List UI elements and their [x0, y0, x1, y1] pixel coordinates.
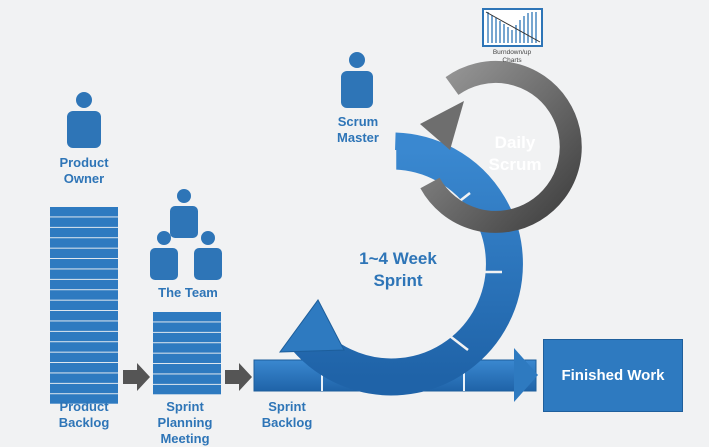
sprint-backlog-label: Sprint Backlog — [261, 399, 313, 430]
backlog-item — [50, 207, 118, 217]
backlog-item — [50, 383, 118, 394]
backlog-item — [153, 364, 221, 374]
backlog-item — [50, 217, 118, 227]
backlog-item — [50, 300, 118, 311]
the-team-label: The Team — [158, 285, 218, 300]
arrow-to-planning-icon — [123, 363, 150, 391]
backlog-item — [50, 363, 118, 373]
backlog-item — [50, 238, 118, 248]
daily-scrum-ring — [420, 60, 582, 233]
daily-scrum-label: Daily Scrum — [488, 133, 542, 174]
backlog-item — [153, 332, 221, 343]
backlog-item — [50, 227, 118, 238]
sprint-cycle-label: 1~4 Week Sprint — [359, 249, 437, 290]
backlog-item — [50, 331, 118, 342]
backlog-item — [50, 269, 118, 279]
finished-work-label: Finished Work — [561, 367, 665, 384]
scrum-master-icon — [341, 52, 373, 108]
backlog-item — [153, 322, 221, 332]
backlog-item — [50, 290, 118, 300]
backlog-item — [50, 342, 118, 352]
finished-work-box: Finished Work — [543, 339, 683, 412]
backlog-item — [50, 248, 118, 259]
backlog-item — [153, 312, 221, 322]
sprint-planning-stack — [153, 312, 221, 395]
product-backlog-stack — [50, 207, 118, 404]
backlog-item — [153, 353, 221, 364]
backlog-item — [153, 384, 221, 395]
sprint-planning-label: Sprint Planning Meeting — [157, 399, 213, 446]
product-owner-icon — [67, 92, 101, 148]
backlog-item — [50, 321, 118, 331]
burndown-chart-icon — [482, 8, 543, 47]
arrow-to-sprint-backlog-icon — [225, 363, 252, 391]
team-icon — [150, 189, 222, 280]
product-backlog-label: Product Backlog — [58, 399, 110, 430]
backlog-item — [50, 352, 118, 363]
backlog-item — [153, 343, 221, 353]
backlog-item — [50, 259, 118, 269]
backlog-item — [50, 394, 118, 404]
scrum-master-label: Scrum Master — [337, 114, 379, 145]
backlog-item — [50, 279, 118, 290]
product-owner-label: Product Owner — [59, 155, 109, 186]
backlog-item — [50, 373, 118, 383]
burndown-charts-label: Burndown/up Charts — [492, 49, 532, 64]
backlog-item — [50, 311, 118, 321]
backlog-item — [153, 374, 221, 384]
